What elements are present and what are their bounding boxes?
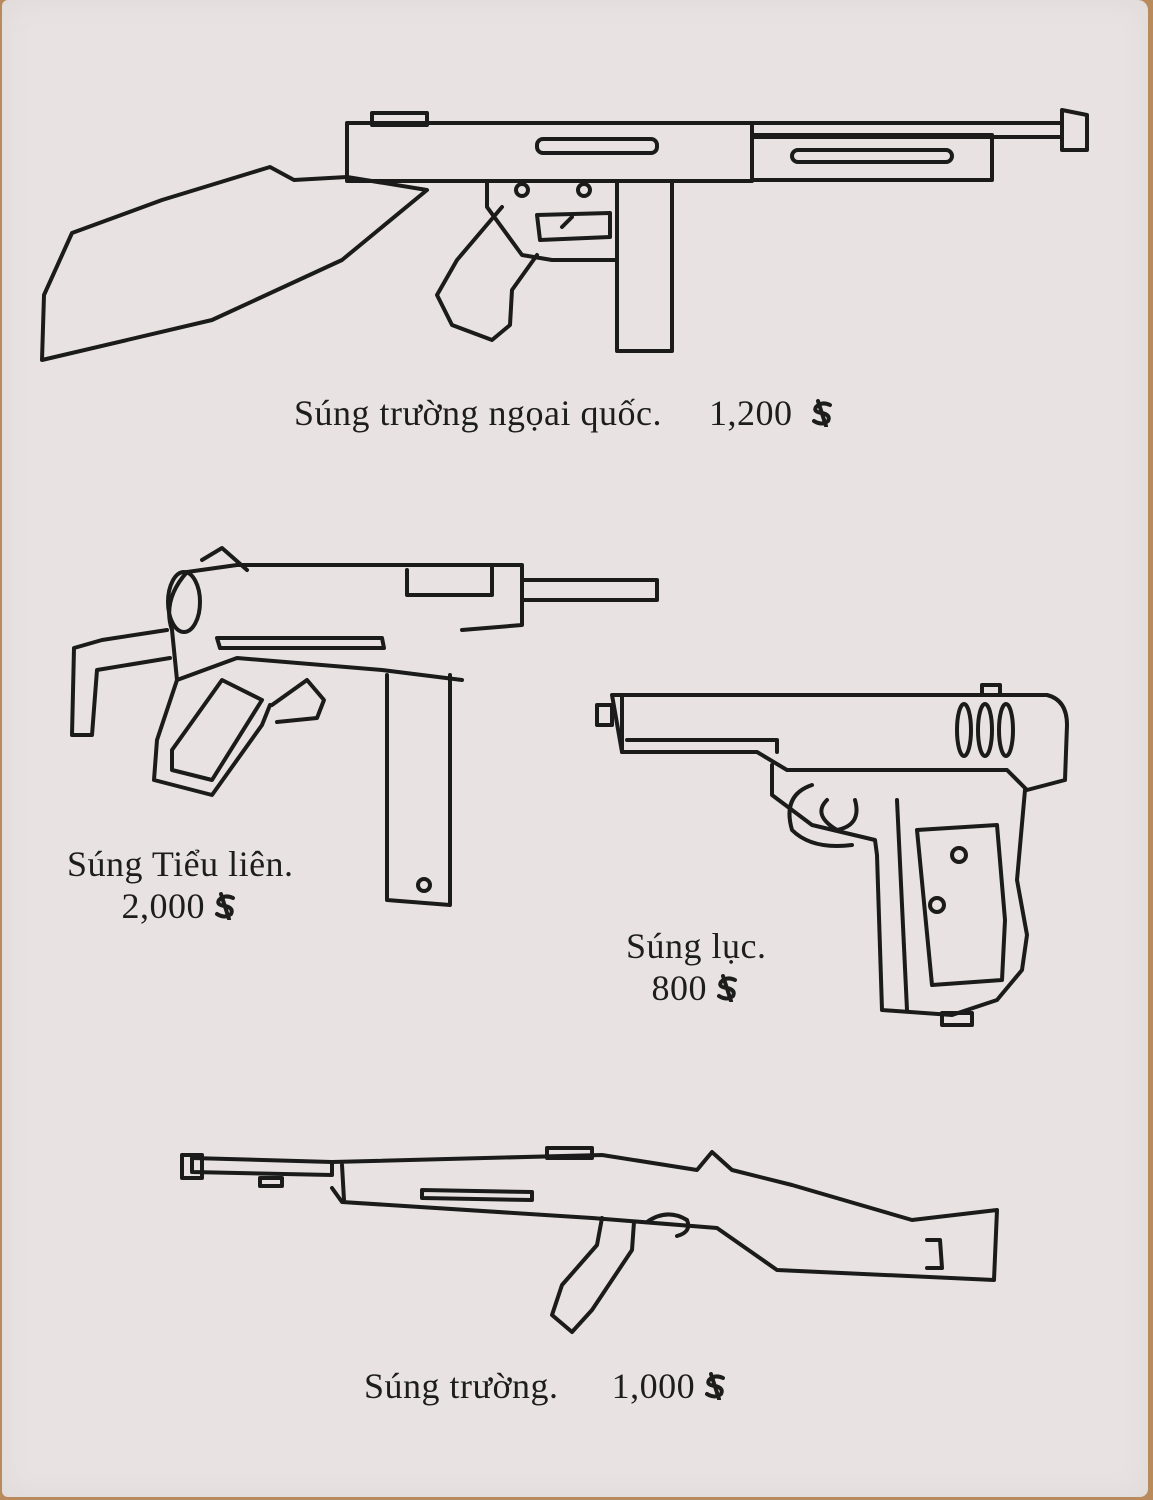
item-caption-1: Súng trường ngọai quốc. 1,200: [294, 392, 836, 434]
rifle-drawing: [180, 1146, 999, 1334]
item-price: 1,200: [709, 393, 793, 433]
item-name: Súng trường ngọai quốc.: [294, 393, 663, 433]
item-caption-3: Súng lục. 800: [626, 925, 767, 1009]
pistol-drawing: [595, 683, 1069, 1027]
dollar-sign-icon: [705, 1372, 726, 1400]
dollar-sign-icon: [812, 399, 833, 427]
item-name: Súng trường.: [364, 1366, 559, 1406]
item-caption-2: Súng Tiểu liên. 2,000: [67, 843, 294, 927]
item-price: 1,000: [611, 1366, 696, 1406]
dollar-sign-icon: [717, 974, 737, 1002]
item-price: 800: [651, 968, 707, 1008]
dollar-sign-icon: [215, 892, 236, 920]
item-name: Súng Tiểu liên.: [67, 844, 294, 884]
item-price-line: 2,000: [67, 885, 294, 927]
submachine-gun-drawing: [70, 546, 659, 907]
item-name: Súng lục.: [626, 926, 767, 966]
item-price-line: 800: [626, 967, 767, 1009]
item-price: 2,000: [121, 886, 206, 926]
foreign-rifle-drawing: [40, 108, 1089, 362]
item-caption-4: Súng trường. 1,000: [364, 1365, 729, 1407]
